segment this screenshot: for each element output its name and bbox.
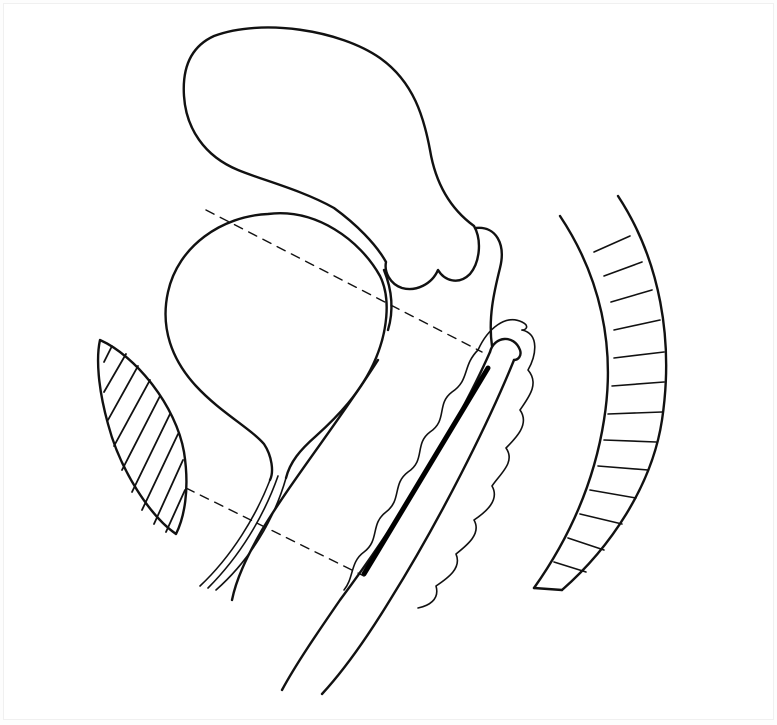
arc-stripes [554,236,664,572]
upper-lobed-organ [184,27,479,289]
striped-arc-inner [534,216,608,588]
dashed-line-upper [206,210,482,352]
central-tube-tip [490,339,521,360]
wavy-sheath-right [418,330,535,608]
outer-wall-line [232,360,378,600]
central-tube-left [282,352,490,690]
wavy-sheath-top [478,320,527,350]
striped-arc-bottom [534,588,562,590]
wavy-sheath-left [344,350,478,590]
hatched-oval [98,340,186,534]
central-tube-right [322,360,514,694]
round-sac-organ [166,213,387,480]
dashed-line-lower [186,488,364,576]
striped-arc-outer [562,196,666,590]
